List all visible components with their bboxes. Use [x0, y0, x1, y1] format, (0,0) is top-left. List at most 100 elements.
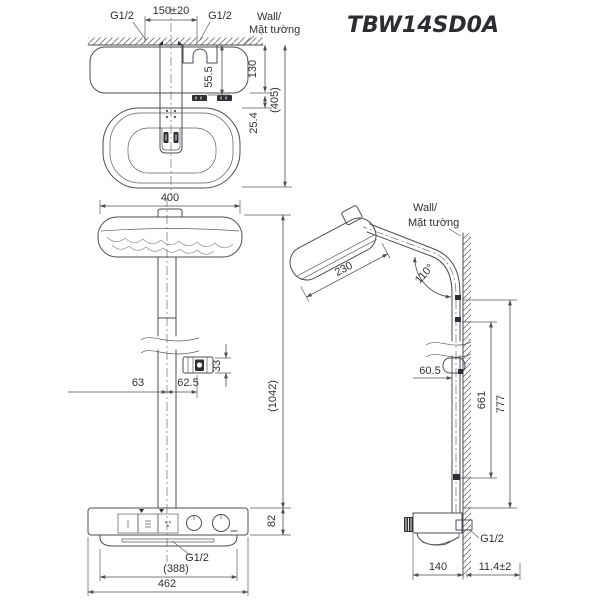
dim-400: 400 [99, 192, 241, 214]
front-view: 400 33 63 62.5 [68, 192, 291, 596]
dim-63: 63 [68, 377, 168, 394]
connector-slits [165, 134, 177, 141]
mount-bracket [182, 44, 218, 64]
button-mark-slits [195, 96, 227, 100]
dim-777-label: 777 [495, 395, 507, 413]
dim-angle: 110° [412, 256, 452, 299]
head-connector [157, 208, 183, 218]
button2-glyph [145, 520, 151, 528]
spray-face-row1 [106, 236, 234, 249]
g12-left-label: G1/2 [110, 10, 134, 22]
side-view: Wall/ Mặt tường 230 110° [289, 202, 521, 580]
dim-60-5: 60.5 [413, 365, 453, 383]
inlet-label: G1/2 [468, 528, 504, 545]
dim-140-label: 140 [429, 561, 447, 573]
break-lines [425, 341, 472, 358]
hand-shower-holder [182, 356, 214, 374]
dim-230: 230 [300, 243, 391, 302]
dim-55-5-label: 55.5 [203, 66, 215, 87]
dim-388-label: (388) [163, 563, 189, 575]
pipe-connector [161, 128, 181, 151]
wall-hatching [463, 233, 471, 577]
dim-span-label: 150±20 [153, 5, 190, 17]
wall-inlet-block [455, 519, 473, 531]
wall-label-top: Wall/ Mặt tường [244, 11, 300, 45]
head-ball-joint [341, 205, 363, 226]
clamp-lower [455, 317, 461, 322]
dim-25-4-label: 25.4 [248, 112, 260, 133]
head-front [97, 216, 243, 258]
dim-11-4-label: 11.4±2 [479, 561, 512, 573]
pipe-lower [157, 349, 177, 509]
head-side: 230 [289, 205, 391, 302]
dim-1042-label: (1042) [267, 380, 279, 412]
dim-60-5-label: 60.5 [419, 365, 440, 377]
g12-front-label: G1/2 [185, 552, 209, 564]
dim-63-label: 63 [132, 377, 144, 389]
control-deck-outline [89, 46, 249, 94]
pipe-bend-inner [366, 231, 453, 342]
dim-11-4: 11.4±2 [465, 561, 521, 580]
button3-glyph [165, 521, 171, 527]
dim-1042: (1042) [244, 214, 291, 509]
dim-400-label: 400 [161, 192, 179, 204]
indicator-triangles [139, 509, 164, 513]
pipe-over-head [159, 92, 183, 148]
outlet-label: G1/2 [171, 540, 209, 564]
dim-33-label: 33 [211, 360, 223, 372]
deck-tray [99, 534, 238, 547]
dim-span: 150±20 [144, 5, 198, 43]
pipe-centerline [362, 226, 457, 513]
dim-55-5: 55.5 [203, 44, 230, 96]
dim-130: 130 [247, 44, 272, 94]
knob-left [186, 515, 202, 531]
clamp-upper [455, 295, 461, 300]
pipe-upper [157, 256, 177, 337]
dim-405: (405) [242, 44, 292, 188]
wall-label-line1: Wall/ [257, 11, 282, 23]
head-outline-outer [102, 107, 241, 189]
dim-62-5-label: 62.5 [177, 377, 198, 389]
wall-hatching [88, 37, 263, 45]
dim-25-4: 25.4 [242, 95, 272, 134]
dim-777: 777 [462, 299, 517, 509]
dim-82: 82 [250, 507, 291, 536]
head-outline-inner [127, 127, 217, 174]
deck-tray-side [416, 532, 460, 546]
dim-661-label: 661 [476, 391, 488, 409]
dim-33: 33 [211, 344, 231, 387]
top-view: 150±20 G1/2 G1/2 Wall/ Mặt tường 55.5 13… [87, 5, 300, 195]
control-deck-front [87, 507, 249, 547]
g12-right-label: G1/2 [208, 10, 232, 22]
pipe-wall-marks [158, 41, 183, 45]
knob-right [212, 514, 230, 532]
dim-405-label: (405) [269, 87, 281, 113]
dim-140: 140 [412, 534, 464, 580]
break-lines [140, 337, 200, 355]
dim-angle-label: 110° [413, 262, 437, 286]
dim-388: (388) [99, 549, 238, 581]
dim-462-label: 462 [158, 578, 176, 590]
g12-side-label: G1/2 [480, 533, 504, 545]
model-number: TBW14SD0A [347, 13, 499, 38]
dim-661: 661 [460, 321, 497, 479]
button-mark-right [217, 95, 232, 101]
inlet-mark [453, 474, 460, 480]
control-deck-side [404, 512, 473, 546]
supply-labels: G1/2 G1/2 [110, 10, 232, 41]
tray-slot [121, 538, 215, 543]
dim-82-label: 82 [266, 515, 278, 527]
hand-shower-holder-side [442, 357, 466, 374]
button-mark-left [192, 95, 207, 101]
wall-label-line1: Wall/ [413, 202, 438, 214]
dim-462: 462 [87, 537, 249, 596]
wall-label-line2: Mặt tường [249, 24, 300, 36]
pipe-bend-outer [369, 223, 461, 342]
dim-62-5: 62.5 [166, 375, 199, 398]
wall-label-line2: Mặt tường [408, 217, 459, 229]
dim-230-label: 230 [333, 260, 355, 279]
head-rim-line [100, 228, 240, 232]
wall-label-side: Wall/ Mặt tường [408, 202, 462, 237]
spray-face-row2 [111, 244, 215, 255]
